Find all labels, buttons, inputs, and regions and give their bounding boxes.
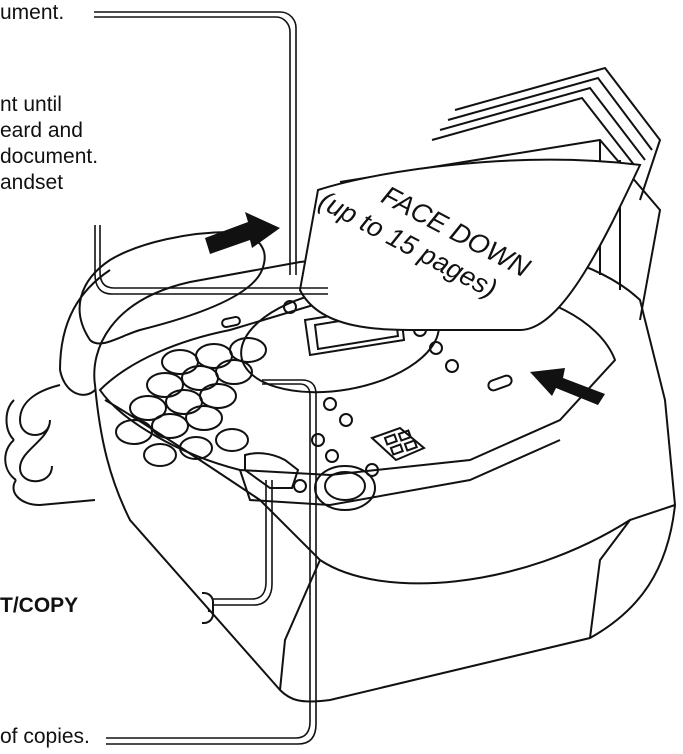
callout-document-text: ument.: [0, 0, 64, 26]
insert-line-2: eard and: [0, 118, 98, 144]
insert-line-1: nt until: [0, 92, 98, 118]
callout-copies-text: of copies.: [0, 724, 90, 750]
copy-period: .: [206, 593, 212, 619]
leader-lines: [94, 12, 328, 744]
copy-key-label: T/COPY: [0, 593, 78, 619]
right-arrow-icon: [530, 368, 605, 405]
insert-line-4: andset: [0, 170, 98, 196]
callout-insert-instructions: nt until eard and document. andset: [0, 92, 98, 196]
coiled-cord: [5, 385, 95, 505]
panel-buttons: [245, 301, 458, 510]
handset: [60, 232, 265, 395]
insert-line-3: document.: [0, 144, 98, 170]
